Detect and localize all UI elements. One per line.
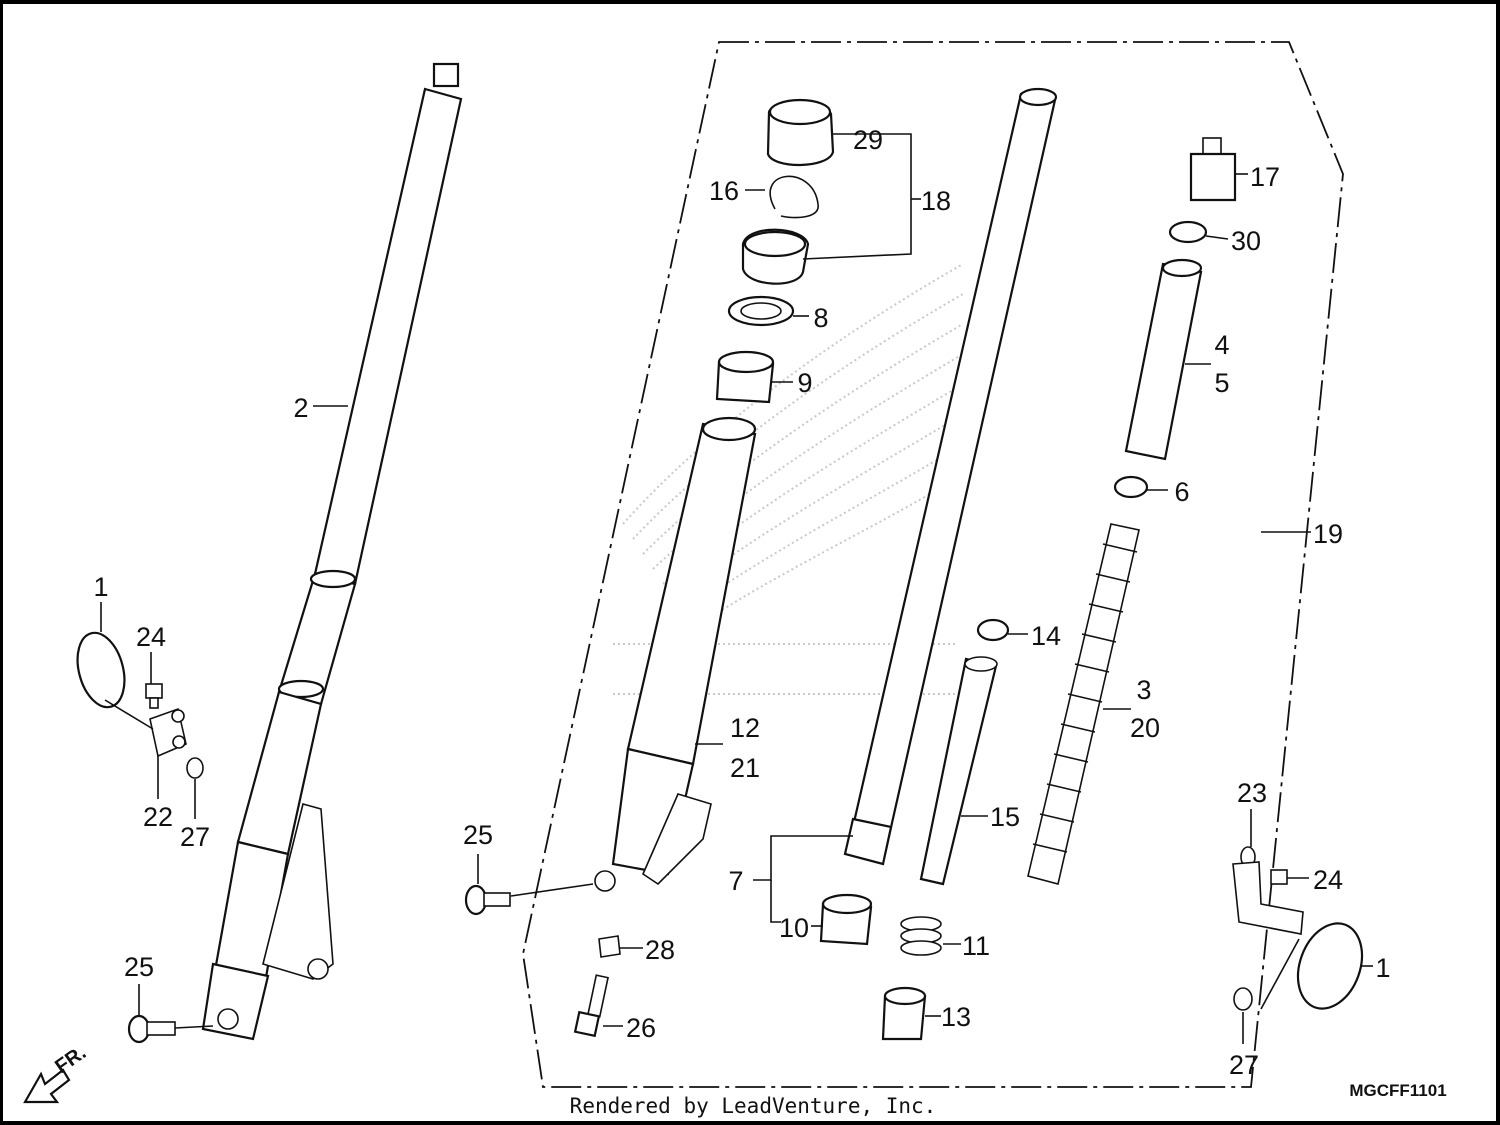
callout-7: 7 <box>728 866 743 896</box>
callout-2: 2 <box>293 393 308 423</box>
bracket-right <box>1232 861 1304 935</box>
callout-14: 14 <box>1031 621 1061 651</box>
callout-labels: 1 24 22 27 2 25 29 16 18 8 9 12 21 25 28… <box>93 125 1390 1080</box>
callout-10: 10 <box>779 913 809 943</box>
callout-5: 5 <box>1214 368 1229 398</box>
fork-pipe-inner <box>843 87 1058 866</box>
callout-12: 12 <box>730 713 760 743</box>
oil-seal-18 <box>741 228 810 285</box>
collar-4-5 <box>1124 258 1203 461</box>
credit-line: Rendered by LeadVenture, Inc. <box>569 1094 937 1118</box>
drawing-code: MGCFF1101 <box>1349 1081 1446 1100</box>
callout-17: 17 <box>1250 162 1280 192</box>
callout-23: 23 <box>1237 778 1267 808</box>
callout-27-left: 27 <box>180 822 210 852</box>
damper-rod-15 <box>919 656 998 886</box>
bolt-25-center <box>464 884 511 916</box>
callout-13: 13 <box>941 1002 971 1032</box>
bracket-22 <box>149 707 187 758</box>
front-direction-label: FR. <box>51 1042 90 1079</box>
callout-25-left: 25 <box>124 952 154 982</box>
callout-24-right: 24 <box>1313 865 1343 895</box>
callout-18: 18 <box>921 186 951 216</box>
oil-lock-piece-13 <box>881 986 927 1041</box>
guide-bushing-10 <box>819 893 873 946</box>
fork-spring-3-20 <box>1027 523 1140 885</box>
rebound-spring-11 <box>900 916 942 956</box>
callout-8: 8 <box>813 303 828 333</box>
callout-1-right: 1 <box>1375 953 1390 983</box>
callout-11: 11 <box>962 931 990 961</box>
callout-30: 30 <box>1231 226 1261 256</box>
piston-ring-14 <box>976 618 1010 642</box>
reflector-left <box>76 631 126 709</box>
fork-leg-assembly-left <box>201 62 463 1041</box>
callout-9: 9 <box>797 368 812 398</box>
callout-22: 22 <box>143 802 173 832</box>
leader-lines <box>100 133 1373 1044</box>
callout-4: 4 <box>1214 330 1229 360</box>
fork-bolt-17 <box>1189 137 1237 202</box>
callout-25-center: 25 <box>463 820 493 850</box>
callout-24-left: 24 <box>136 622 166 652</box>
slide-bushing-9 <box>715 350 775 404</box>
callout-27-right: 27 <box>1229 1050 1259 1080</box>
callout-26: 26 <box>626 1013 656 1043</box>
spring-seat-6 <box>1113 475 1149 499</box>
callout-19: 19 <box>1313 519 1343 549</box>
nut-27-left <box>186 757 204 779</box>
callout-29: 29 <box>853 125 883 155</box>
callout-15: 15 <box>990 802 1020 832</box>
bolt-24-right <box>1270 869 1288 885</box>
reflector-right <box>1296 922 1364 1010</box>
callout-21: 21 <box>730 753 760 783</box>
kit-19-outline <box>522 41 1344 1088</box>
front-direction-arrow <box>23 1068 71 1104</box>
socket-bolt-26 <box>573 974 609 1038</box>
stopper-ring-16 <box>769 175 819 219</box>
fork-slider-12 <box>594 416 757 892</box>
callout-3: 3 <box>1136 675 1151 705</box>
bolt-24-left <box>145 683 163 709</box>
bolt-25-left <box>127 1014 176 1044</box>
nut-27-right <box>1233 987 1253 1011</box>
back-up-ring-8 <box>727 295 795 327</box>
callout-1-left: 1 <box>93 572 108 602</box>
o-ring-30 <box>1168 220 1208 244</box>
callout-28: 28 <box>645 935 675 965</box>
callout-6: 6 <box>1174 477 1189 507</box>
callout-20: 20 <box>1130 713 1160 743</box>
callout-16: 16 <box>709 176 739 206</box>
washer-28 <box>598 935 621 958</box>
dust-seal-29 <box>766 98 835 167</box>
fork-exploded-diagram: 1 24 22 27 2 25 29 16 18 8 9 12 21 25 28… <box>23 41 1447 1104</box>
